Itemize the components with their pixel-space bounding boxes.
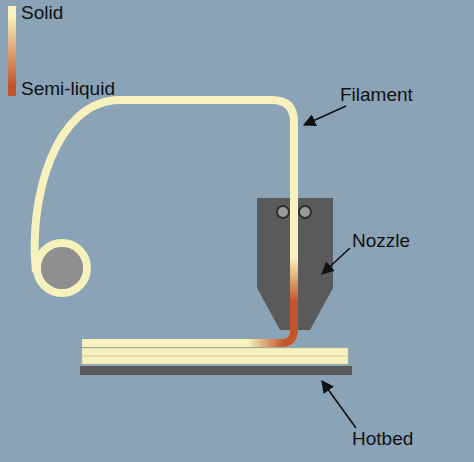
leader-arrow — [322, 248, 350, 274]
extruded-filament — [246, 300, 294, 343]
hotbed — [80, 366, 352, 375]
legend-label: Semi-liquid — [21, 78, 115, 100]
spool — [41, 247, 83, 289]
printed-layer — [82, 348, 348, 356]
melting-filament — [290, 256, 298, 304]
spool-winding — [37, 243, 87, 293]
leader-arrow — [322, 381, 356, 428]
legend-swatch — [8, 6, 16, 18]
legend-label: Solid — [21, 2, 63, 24]
part-label: Hotbed — [352, 428, 413, 450]
part-label: Filament — [340, 84, 413, 106]
leader-arrow — [304, 106, 346, 125]
part-label: Nozzle — [352, 230, 410, 252]
legend-gradient — [8, 16, 16, 86]
feed-roller — [277, 206, 289, 218]
legend-swatch — [8, 84, 16, 96]
printed-layer — [82, 356, 348, 364]
filament — [35, 100, 294, 343]
feed-roller — [299, 206, 311, 218]
